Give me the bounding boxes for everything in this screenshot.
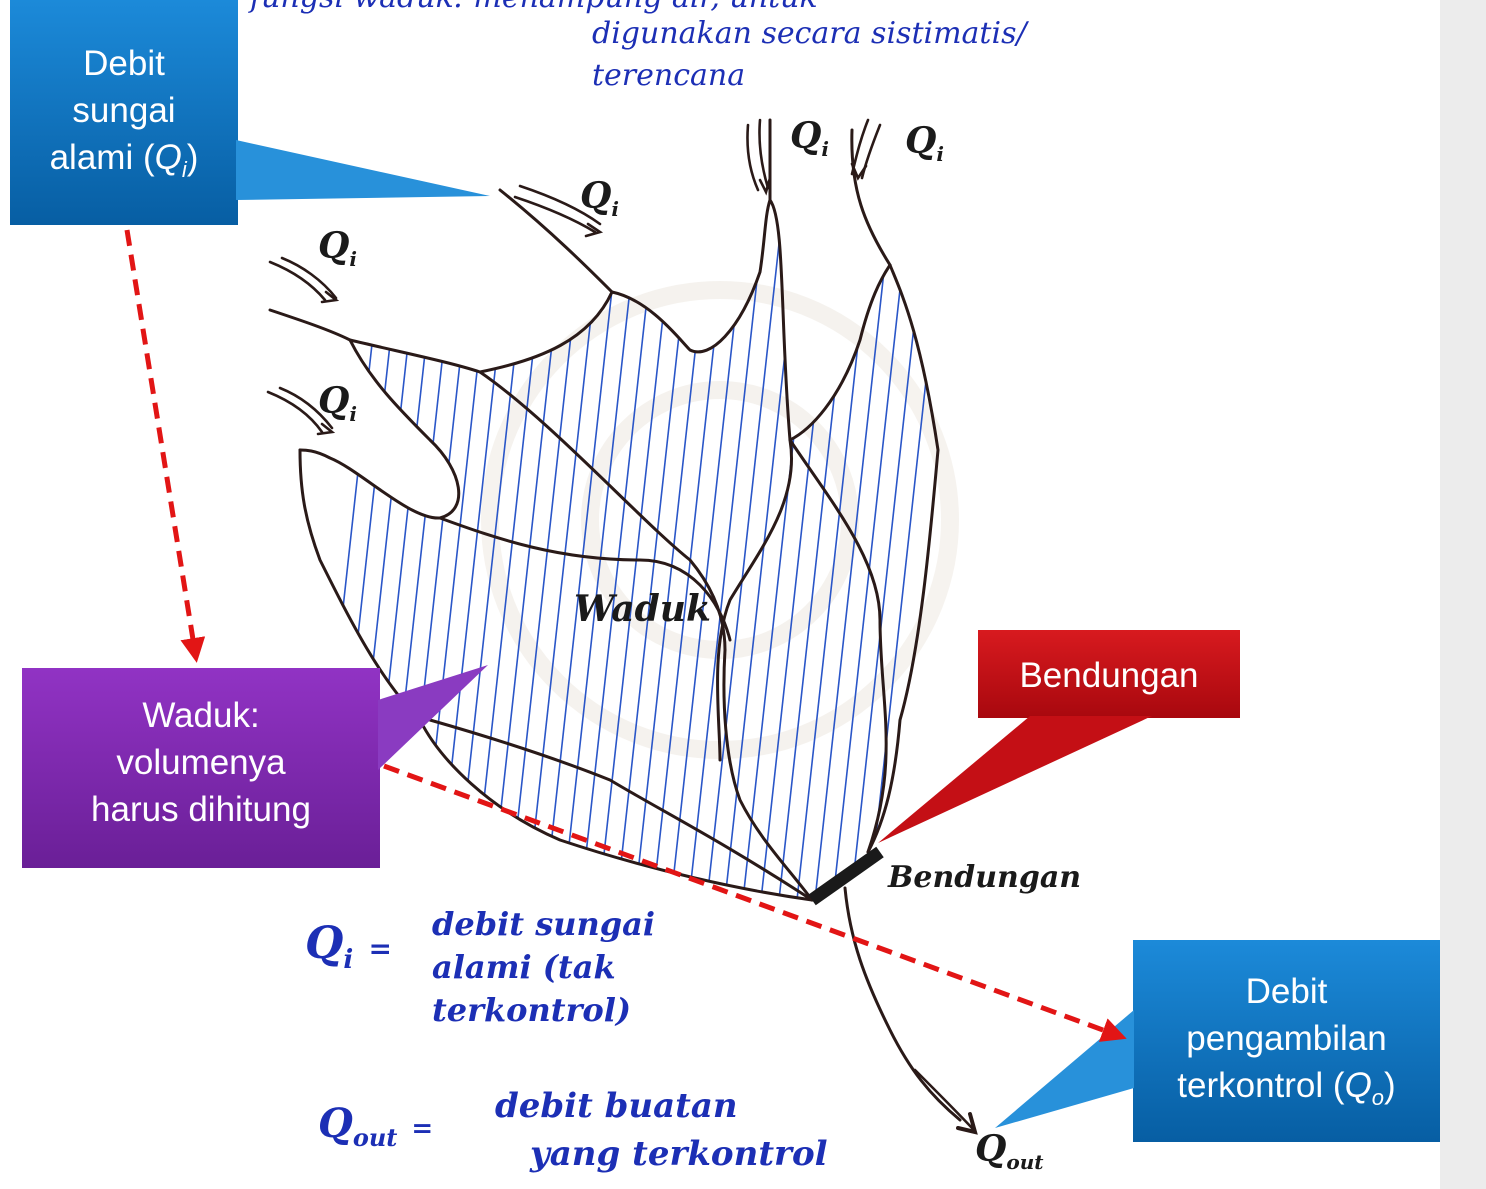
callout-dam: Bendungan xyxy=(978,652,1240,699)
qout-sketch-label: Qout xyxy=(975,1128,1043,1174)
callout-line: harus dihitung xyxy=(22,786,380,833)
legend-qi-definition-1: debit sungai xyxy=(432,905,655,943)
callout-reservoir: Waduk: volumenya harus dihitung xyxy=(22,692,380,833)
callout-line: Debit xyxy=(1133,968,1440,1015)
legend-qi-definition-3: terkontrol) xyxy=(432,991,631,1029)
callout-line: Waduk: xyxy=(22,692,380,739)
callout-line: volumenya xyxy=(22,739,380,786)
legend-qout-definition-1: debit buatan xyxy=(495,1086,738,1126)
dam-sketch-label: Bendungan xyxy=(888,860,1081,895)
header-line-2: terencana xyxy=(592,58,745,93)
legend-qi-symbol: Qi = xyxy=(305,918,392,975)
qi-label: Qi xyxy=(580,175,619,221)
reservoir-sketch-label: Waduk xyxy=(574,588,711,630)
qi-label: Qi xyxy=(790,115,829,161)
callout-line: Debit xyxy=(10,40,238,87)
callout-line: terkontrol (Qo) xyxy=(1133,1062,1440,1121)
header-partial-line: fungsi waduk: menampung air, untuk xyxy=(250,0,818,15)
callout-line: sungai xyxy=(10,87,238,134)
callout-line: alami (Qi) xyxy=(10,134,238,193)
qi-label: Qi xyxy=(318,380,357,426)
callout-line: pengambilan xyxy=(1133,1015,1440,1062)
qi-label: Qi xyxy=(905,120,944,166)
callout-line: Bendungan xyxy=(978,652,1240,699)
callout-controlled-flow: Debit pengambilan terkontrol (Qo) xyxy=(1133,968,1440,1121)
qi-label: Qi xyxy=(318,225,357,271)
legend-qi-definition-2: alami (tak xyxy=(432,948,616,986)
header-line-1: digunakan secara sistimatis/ xyxy=(592,16,1027,51)
slide-side-strip xyxy=(1440,0,1486,1189)
legend-qout-symbol: Qout = xyxy=(318,1100,433,1152)
dashed-arrow-flow-to-reservoir xyxy=(127,230,196,658)
callout-natural-flow: Debit sungai alami (Qi) xyxy=(10,40,238,193)
watermark-emblem xyxy=(490,290,950,750)
legend-qout-definition-2: yang terkontrol xyxy=(530,1134,828,1174)
